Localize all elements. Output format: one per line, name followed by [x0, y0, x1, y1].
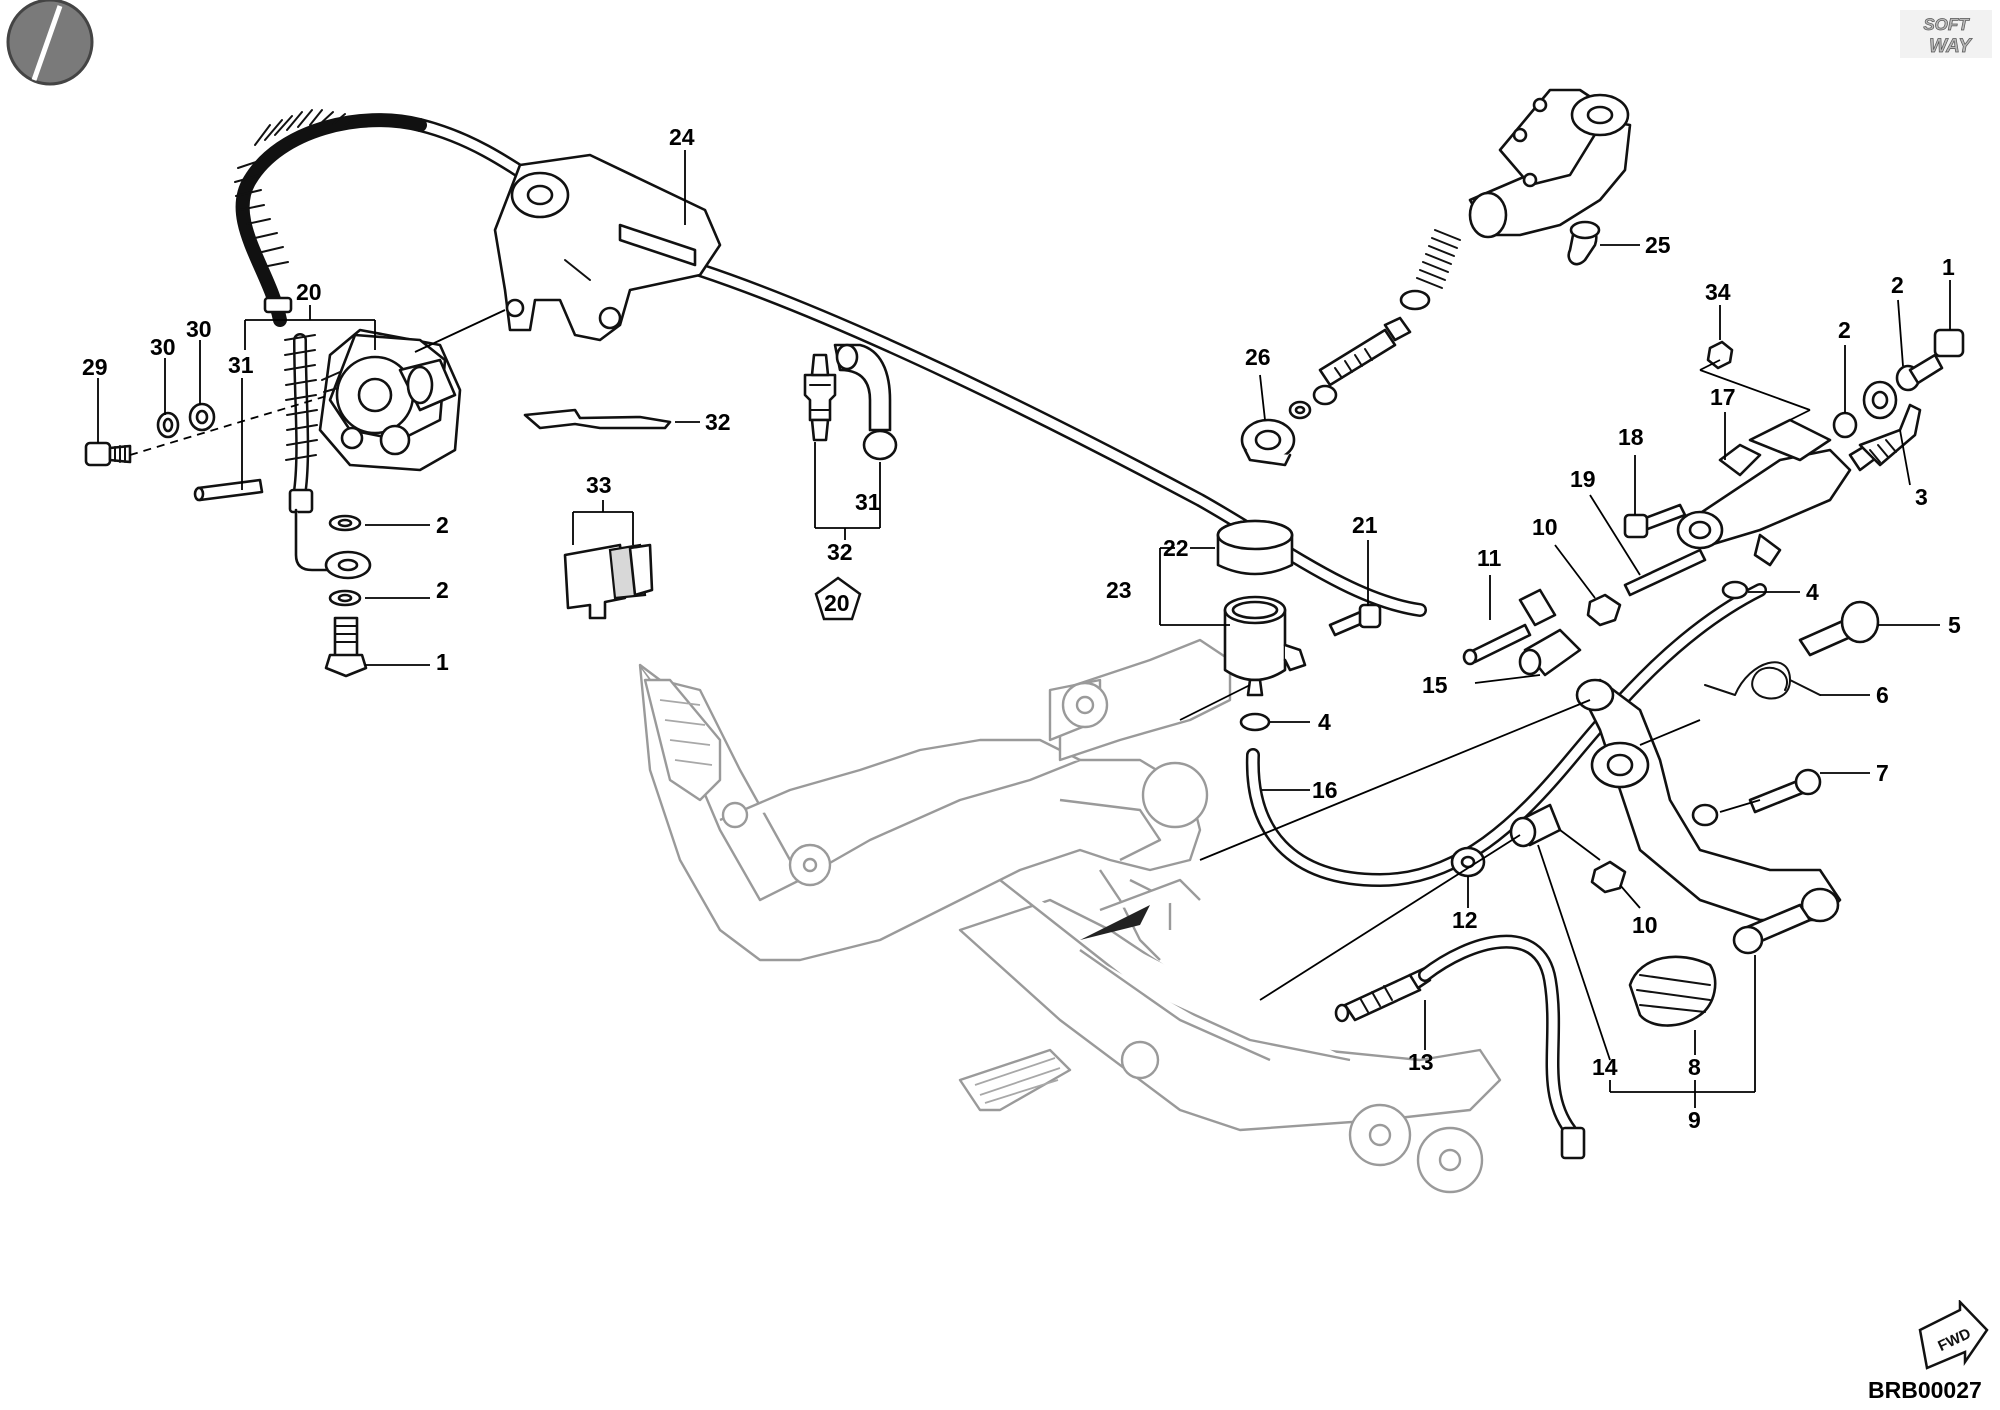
sealing-washer-2b	[328, 589, 362, 607]
hose-spiral-guard-lower	[284, 333, 372, 580]
callout-28: 30	[150, 334, 176, 360]
nut-34	[1706, 340, 1734, 370]
lock-washer-28	[156, 411, 180, 439]
clevis-15	[1518, 628, 1582, 677]
hose-spiral-guard	[234, 109, 427, 327]
callout-30-left: 31	[228, 352, 254, 378]
bolt-18	[1623, 503, 1687, 539]
hose-elbow-25	[1567, 220, 1601, 266]
banjo-eye	[1862, 380, 1898, 420]
callout-1-left: 1	[436, 649, 449, 675]
reservoir-hose-16	[1245, 583, 1767, 888]
callout-30-spring: 32	[705, 409, 731, 435]
rear-brake-caliper	[318, 328, 462, 472]
reservoir-cap-22	[1216, 519, 1294, 576]
hose-clip-4a	[1239, 712, 1271, 732]
callout-2-left-lower: 2	[436, 577, 449, 603]
washer-12	[1450, 846, 1486, 878]
callout-29: 30	[186, 316, 212, 342]
banjo-bolt-1b	[1908, 328, 1965, 385]
reservoir-23	[1223, 595, 1307, 697]
banjo-bolt-1a	[324, 616, 368, 678]
master-cylinder-body	[1468, 88, 1632, 239]
pad-pin-30	[193, 478, 264, 502]
bleed-cap-31	[833, 343, 898, 461]
piston-seals	[1288, 384, 1338, 420]
bolt-7	[1748, 768, 1822, 814]
callout-labels: 24 20 29 30 30 31 2 2 1 32 33 30 32 33 3…	[82, 124, 731, 675]
callout-20: 20	[296, 279, 322, 305]
callout-2-left-upper: 2	[436, 512, 449, 538]
dust-boot-26	[1240, 418, 1296, 467]
softway-logo: SOFT WAY	[1900, 10, 1992, 58]
bolt-27	[84, 441, 132, 467]
banjo-washer-2c	[1832, 411, 1858, 439]
caliper-carrier-plate	[493, 153, 722, 342]
brake-light-switch-13	[1334, 966, 1432, 1023]
callout-24: 24	[669, 124, 695, 150]
pushrod-11	[1462, 588, 1557, 666]
hose-clip-4b	[1721, 580, 1749, 600]
callout-27: 29	[82, 354, 108, 380]
fwd-arrow-icon: FWD	[1918, 1300, 1989, 1370]
callout-33: 33	[586, 472, 612, 498]
brake-pedal	[1575, 678, 1842, 955]
piston-spring	[1399, 229, 1461, 311]
nut-10a	[1586, 593, 1622, 627]
kit-pentagon-icon	[814, 576, 862, 621]
leader-lines	[97, 150, 1951, 1108]
sealing-washer-2a	[328, 514, 362, 532]
piston-pushrod	[1318, 316, 1412, 387]
nut-10b	[1590, 860, 1627, 894]
switch-wire	[1418, 934, 1586, 1160]
washer-29	[188, 402, 216, 432]
brake-pads-33	[563, 543, 654, 620]
pin-19	[1623, 548, 1707, 597]
reservoir-bolt-21	[1328, 603, 1382, 637]
return-spring-6	[1704, 661, 1821, 700]
pivot-bolt-5	[1798, 600, 1880, 657]
pad-spring-30	[523, 408, 672, 430]
bleed-valve-31	[803, 353, 837, 442]
master-cylinder-17	[1676, 418, 1882, 567]
svg-text:WAY: WAY	[1929, 36, 1973, 57]
svg-text:SOFT: SOFT	[1923, 15, 1970, 34]
footrest-bracket-ghost	[638, 638, 1502, 1194]
corner-disc-icon	[6, 0, 94, 86]
rubber-pad-8	[1628, 955, 1717, 1027]
